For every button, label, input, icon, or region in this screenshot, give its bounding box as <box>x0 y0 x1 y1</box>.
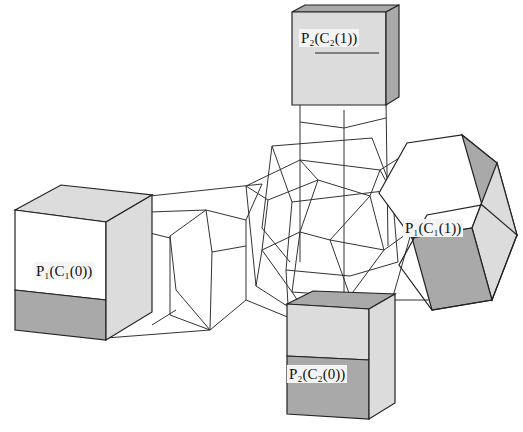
shape-label: P₁(C₁(1)) <box>403 219 463 237</box>
shaded-hexagonal-prism: P₁(C₁(0)) <box>12 180 157 345</box>
shaded-cube: P₂(C₂(1)) <box>289 3 403 109</box>
shape-label: P₂(C₂(1)) <box>299 29 359 47</box>
shaded-cube: P₂(C₂(0)) <box>283 288 399 424</box>
shape-label: P₂(C₂(0)) <box>287 365 347 383</box>
shaded-hexagonal-prism: P₁(C₁(1)) <box>377 133 520 313</box>
shape-outline <box>289 3 403 109</box>
shape-outline <box>283 288 399 424</box>
shape-label: P₁(C₁(0)) <box>34 262 94 280</box>
